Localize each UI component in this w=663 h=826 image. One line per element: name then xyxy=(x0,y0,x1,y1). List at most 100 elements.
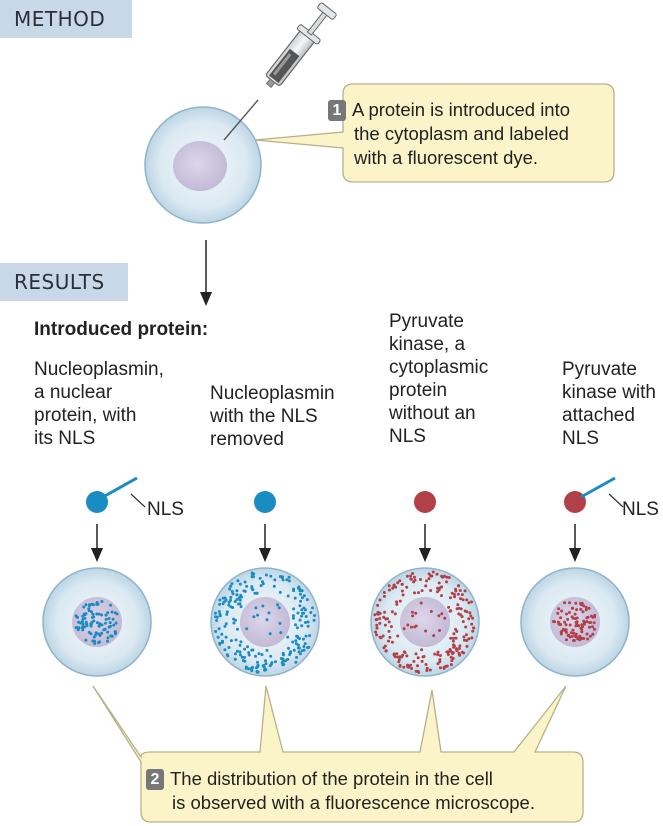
fluorescent-dot xyxy=(279,631,283,635)
fluorescent-dot xyxy=(409,574,413,578)
fluorescent-dot xyxy=(454,636,458,640)
fluorescent-dot xyxy=(256,613,260,617)
fluorescent-dot xyxy=(291,614,295,618)
fluorescent-dot xyxy=(309,611,313,614)
fluorescent-dot xyxy=(395,600,399,604)
fluorescent-dot xyxy=(402,665,406,669)
fluorescent-dot xyxy=(304,615,308,618)
fluorescent-dot xyxy=(568,611,571,614)
fluorescent-dot xyxy=(383,610,387,614)
fluorescent-dot xyxy=(298,618,302,622)
fluorescent-dot xyxy=(82,605,86,609)
fluorescent-dot xyxy=(292,648,296,652)
fluorescent-dot xyxy=(230,590,234,593)
fluorescent-dot xyxy=(593,615,597,619)
fluorescent-dot xyxy=(433,652,437,656)
fluorescent-dot xyxy=(296,643,300,647)
fluorescent-dot xyxy=(294,660,298,664)
fluorescent-dot xyxy=(299,599,303,603)
fluorescent-dot xyxy=(287,575,291,579)
fluorescent-dot xyxy=(395,602,399,606)
fluorescent-dot xyxy=(413,591,416,595)
fluorescent-dot xyxy=(588,625,591,629)
fluorescent-dot xyxy=(104,613,108,617)
fluorescent-dot xyxy=(402,627,406,631)
fluorescent-dot xyxy=(300,589,304,593)
fluorescent-dot xyxy=(396,655,400,659)
fluorescent-dot xyxy=(100,631,104,635)
fluorescent-dot xyxy=(302,645,306,648)
fluorescent-dot xyxy=(98,622,102,626)
fluorescent-dot xyxy=(427,572,431,576)
fluorescent-dot xyxy=(464,633,468,637)
syringe-icon xyxy=(223,2,337,141)
fluorescent-dot xyxy=(91,603,95,607)
fluorescent-dot xyxy=(306,624,310,628)
fluorescent-dot xyxy=(93,641,97,645)
fluorescent-dot xyxy=(223,624,227,628)
fluorescent-dot xyxy=(256,663,260,667)
nls-tail xyxy=(580,476,616,499)
fluorescent-dot xyxy=(269,574,273,578)
fluorescent-dot xyxy=(405,574,409,578)
fluorescent-dot xyxy=(375,633,379,637)
fluorescent-dot xyxy=(422,655,426,658)
fluorescent-dot xyxy=(224,635,228,639)
result-nucleus xyxy=(400,597,450,647)
fluorescent-dot xyxy=(375,623,379,627)
fluorescent-dot xyxy=(104,621,107,625)
fluorescent-dot xyxy=(451,656,455,660)
fluorescent-dot xyxy=(233,600,237,604)
fluorescent-dot xyxy=(376,603,380,607)
fluorescent-dot xyxy=(106,639,109,643)
fluorescent-dot xyxy=(240,655,244,659)
fluorescent-dot xyxy=(111,617,115,621)
fluorescent-dot xyxy=(588,621,591,624)
fluorescent-dot xyxy=(451,636,455,640)
fluorescent-dot xyxy=(393,655,397,659)
fluorescent-dot xyxy=(387,620,391,624)
fluorescent-dot xyxy=(585,616,589,620)
fluorescent-dot xyxy=(84,603,88,607)
fluorescent-dot xyxy=(238,582,242,586)
fluorescent-dot xyxy=(269,654,273,658)
fluorescent-dot xyxy=(217,627,221,631)
fluorescent-dot xyxy=(592,627,596,631)
fluorescent-dot xyxy=(571,628,575,632)
fluorescent-dot xyxy=(382,615,386,619)
fluorescent-dot xyxy=(94,631,98,635)
protein-label-nucleoplasmin-no-nls: Nucleoplasmin with the NLS removed xyxy=(210,383,335,450)
arrow-head xyxy=(259,548,271,562)
fluorescent-dot xyxy=(259,584,263,588)
protein-dot-icon xyxy=(564,491,586,513)
fluorescent-dot xyxy=(113,630,117,634)
fluorescent-dot xyxy=(238,643,242,647)
fluorescent-dot xyxy=(431,570,435,574)
result-cells xyxy=(42,567,630,677)
fluorescent-dot xyxy=(277,606,281,610)
fluorescent-dot xyxy=(425,579,428,583)
fluorescent-dot xyxy=(302,637,305,641)
fluorescent-dot xyxy=(247,653,251,657)
fluorescent-dot xyxy=(100,613,104,617)
fluorescent-dot xyxy=(382,591,386,594)
nls-label: NLS xyxy=(622,499,659,520)
fluorescent-dot xyxy=(238,653,242,657)
fluorescent-dot xyxy=(221,640,224,644)
fluorescent-dot xyxy=(94,633,97,637)
fluorescent-dot xyxy=(232,621,236,625)
fluorescent-dot xyxy=(300,596,304,600)
fluorescent-dot xyxy=(463,589,467,593)
step-1-line-2: the cytoplasm and labeled xyxy=(354,123,569,144)
fluorescent-dot xyxy=(286,635,290,639)
fluorescent-dot xyxy=(264,662,268,666)
fluorescent-dot xyxy=(106,636,110,640)
fluorescent-dot xyxy=(456,603,460,607)
fluorescent-dot xyxy=(233,657,237,661)
fluorescent-dot xyxy=(238,598,242,602)
fluorescent-dot xyxy=(300,608,304,612)
fluorescent-dot xyxy=(305,598,309,602)
fluorescent-dot xyxy=(385,617,389,621)
fluorescent-dot xyxy=(568,635,572,639)
fluorescent-dot xyxy=(574,632,578,636)
